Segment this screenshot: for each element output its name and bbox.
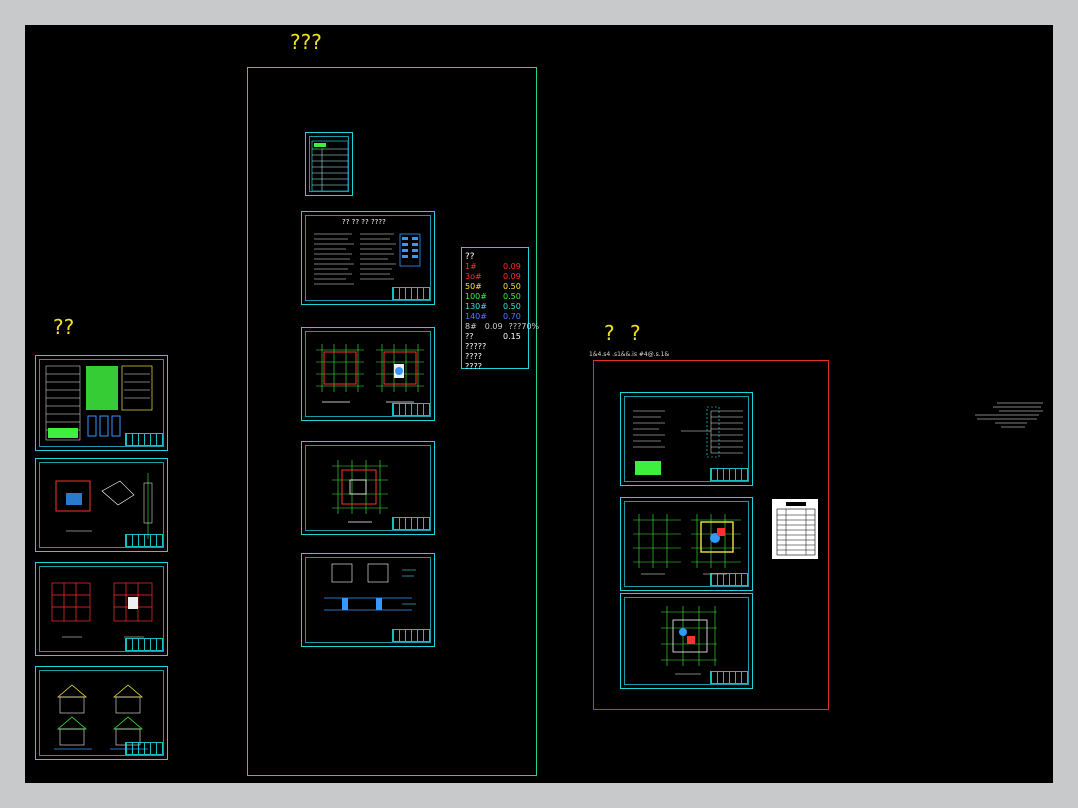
sheet-left-site[interactable] [35,458,168,552]
right-group-label-1: ? [604,321,615,345]
legend-key: ?? [465,332,474,341]
title-block [125,433,163,446]
legend-key: 3o# [465,272,482,281]
legend-row: 8# 0.09 ???70% [465,322,539,332]
legend-value: 0.09 [484,322,503,331]
legend-key: 130# [465,302,487,311]
legend-row: ???? [465,362,525,372]
legend-value: 0.50 [503,282,521,291]
green-frame [247,67,537,776]
sheet-right-roof[interactable] [620,593,753,689]
legend-title: ?? [465,252,475,262]
cad-model-space[interactable]: ??? ?? ?? ?? ???? [25,25,1053,783]
legend-value: 0.50 [503,302,521,311]
far-right-annotation-cluster [975,402,1043,428]
design-notes-title: ?? ?? ?? ???? [342,218,386,226]
legend-row: 100# 0.50 [465,292,525,302]
sheet-left-elevations[interactable] [35,666,168,760]
legend-row: ?? 0.15 [465,332,525,342]
design-notes-text-graphic [314,233,421,285]
sheet-details[interactable] [301,553,435,647]
title-block [710,573,748,586]
legend-value: 0.09 [503,262,521,271]
title-block [392,403,430,416]
sheet-white-catalog[interactable] [771,498,819,560]
sheet-design-notes[interactable]: ?? ?? ?? ???? [301,211,435,305]
right-group-caption: 1&4.s4 .s1&&.is #4@.s.1& [589,351,670,358]
legend-key: ???? [465,352,482,361]
legend-key: ????? [465,342,487,351]
legend-row: 130# 0.50 [465,302,525,312]
legend-value: 0.70 [503,312,521,321]
electrical-graphic [633,406,743,475]
plan-graphic [51,582,153,638]
sheet-left-notes[interactable] [35,355,168,451]
legend-key: 8# [465,322,477,331]
title-block [392,629,430,642]
right-group-label-2: ? [630,321,641,345]
floor-plan-graphic [316,344,424,403]
legend-row: 140# 0.70 [465,312,525,322]
legend-key: 1# [465,262,477,271]
title-block [125,534,163,547]
legend-row: 1# 0.09 [465,262,525,272]
title-block [710,468,748,481]
legend-key: ???? [465,362,482,371]
title-block [125,638,163,651]
legend-key: 140# [465,312,487,321]
title-block [125,742,163,755]
center-group-label: ??? [290,30,322,54]
elevation-graphic [54,684,148,750]
floor-plan-graphic [332,460,388,523]
notes-graphic [45,365,153,441]
detail-graphic [324,563,416,611]
left-group-label: ?? [53,315,75,339]
title-block [392,517,430,530]
sheet-drawing-index[interactable] [305,132,353,196]
legend-value: 0.09 [503,272,521,281]
sheet-left-plans[interactable] [35,562,168,656]
legend-row: 3o# 0.09 [465,272,525,282]
legend-row: ????? [465,342,525,352]
legend-key: 100# [465,292,487,301]
sheet-right-electrical[interactable] [620,392,753,486]
legend-key: 50# [465,282,482,291]
sheet-floor-plans-2[interactable] [301,441,435,535]
legend-extra: ???70% [508,322,540,331]
plan-graphic [633,514,741,575]
legend-value: 0.50 [503,292,521,301]
legend-row: ???? [465,352,525,362]
sheet-right-plans[interactable] [620,497,753,591]
legend-row: 50# 0.50 [465,282,525,292]
catalog-table-graphic [776,502,816,556]
roof-plan-graphic [661,606,717,675]
index-table-graphic [311,140,349,192]
title-block [710,671,748,684]
red-frame [593,360,829,710]
legend-value: 0.15 [503,332,521,341]
sheet-floor-plans-1[interactable] [301,327,435,421]
site-graphic [55,473,153,539]
title-block [392,287,430,300]
